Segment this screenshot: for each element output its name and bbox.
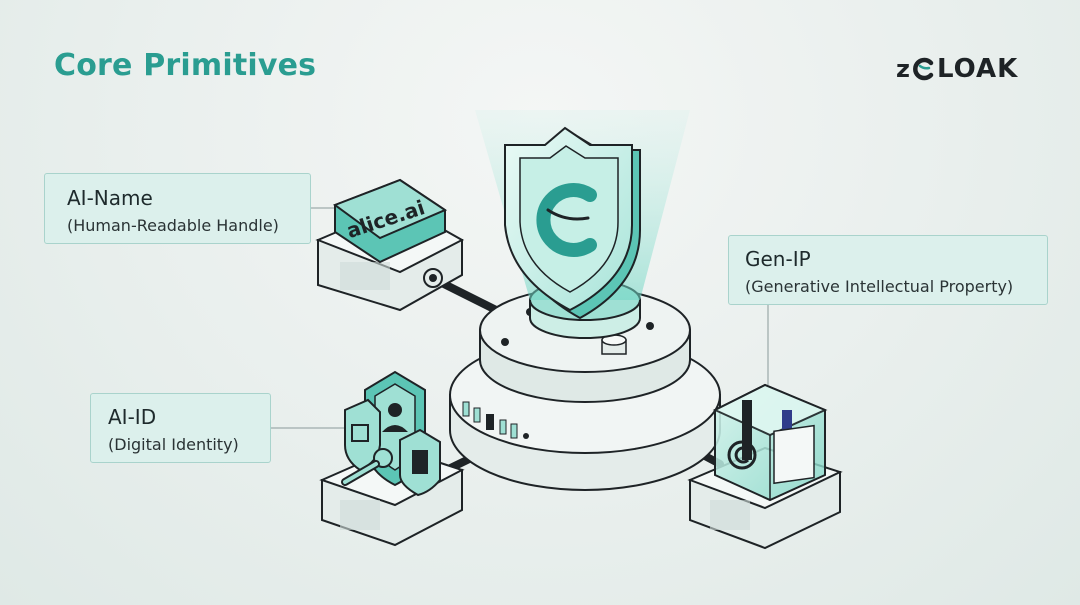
ai-name-title: AI-Name: [67, 186, 153, 210]
ai-id-subtitle: (Digital Identity): [108, 435, 239, 454]
cable-ai-name: [436, 278, 504, 316]
gen-ip-title: Gen-IP: [745, 247, 811, 271]
identity-shields-icon: [341, 370, 441, 497]
logo-prefix: z: [896, 55, 911, 83]
shield-icon: [504, 126, 641, 320]
ai-name-pedestal: [315, 178, 465, 312]
ai-name-subtitle: (Human-Readable Handle): [67, 216, 279, 235]
ai-id-title: AI-ID: [108, 405, 157, 429]
contract-cube-icon: [712, 383, 828, 502]
ai-name-label: AI-Name (Human-Readable Handle): [44, 173, 311, 244]
ai-id-label: AI-ID (Digital Identity): [90, 393, 271, 463]
gen-ip-subtitle: (Generative Intellectual Property): [745, 277, 1014, 296]
logo-suffix: LOAK: [936, 54, 1019, 84]
gen-ip-label: Gen-IP (Generative Intellectual Property…: [728, 235, 1048, 305]
page-title: Core Primitives: [54, 48, 317, 83]
zcloak-logo: z LOAK: [896, 54, 1018, 84]
logo-c-icon: [913, 57, 934, 81]
